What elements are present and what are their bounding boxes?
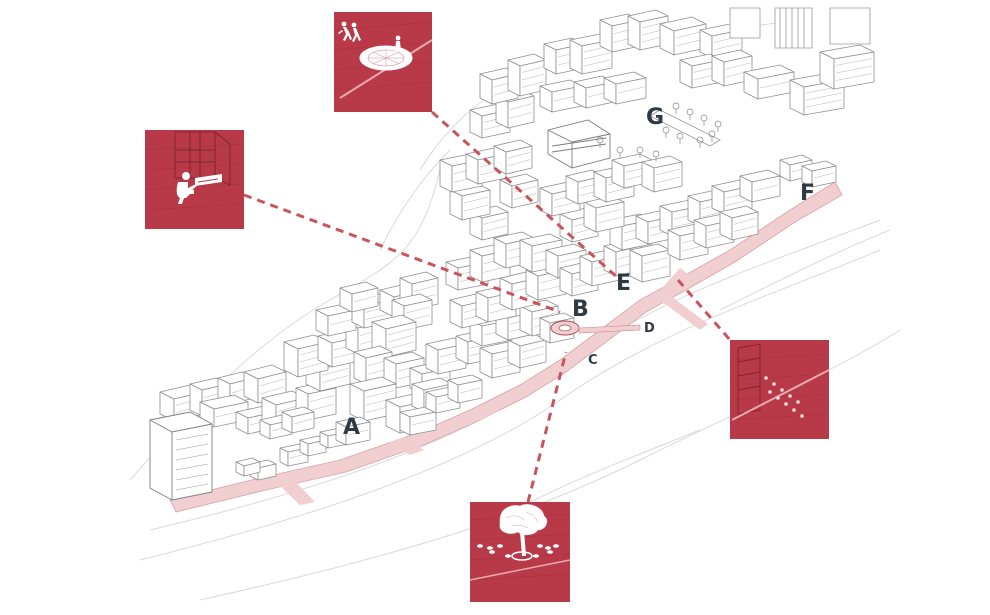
label-f: F: [800, 181, 815, 206]
main-street: [169, 181, 843, 513]
street-branch-south-b: [390, 437, 424, 455]
callout-connectors: [243, 110, 732, 503]
street-corridor: [169, 181, 843, 513]
buildings-layer: [159, 9, 875, 481]
connector-sitting-person: [243, 193, 561, 314]
sitting-building-outline: [174, 131, 231, 186]
site-labels: A B C D E F G: [343, 105, 815, 440]
bench-dots: [477, 544, 559, 558]
callout-lights-texture: [729, 353, 830, 421]
tree-path-line: [469, 559, 571, 581]
callout-path-lights: [729, 340, 830, 439]
background-towers: [729, 7, 871, 49]
label-c: C: [588, 353, 598, 368]
street-lights-icon: [764, 376, 804, 418]
label-a: A: [343, 415, 360, 440]
street-branch-north-e: [655, 268, 688, 304]
callout-playground: [333, 12, 433, 112]
callout-tree: [469, 502, 571, 602]
street-branch-south-a: [280, 482, 315, 505]
label-e: E: [616, 271, 631, 296]
lights-building-outline: [737, 343, 761, 415]
person-standing-icon: [395, 35, 401, 52]
tall-block-west: [149, 411, 213, 501]
label-b: B: [572, 297, 589, 322]
label-g: G: [646, 105, 664, 130]
lights-path-line: [731, 369, 830, 421]
people-running-icon: [338, 21, 361, 42]
roundabout-b: [550, 320, 641, 336]
tall-block-west-windows: [175, 433, 209, 491]
street-branch-south-e: [660, 294, 708, 330]
person-sitting-icon: [176, 172, 197, 204]
callout-sitting-texture: [144, 143, 245, 211]
callout-sitting-person: [144, 130, 245, 229]
street-branch-south-c: [470, 402, 500, 420]
label-d: D: [644, 321, 655, 336]
round-building-g: [547, 119, 611, 169]
connector-tree: [526, 351, 568, 503]
plaza-g: [596, 102, 722, 162]
tree-icon: [499, 504, 548, 561]
bench-icon: [195, 174, 222, 186]
